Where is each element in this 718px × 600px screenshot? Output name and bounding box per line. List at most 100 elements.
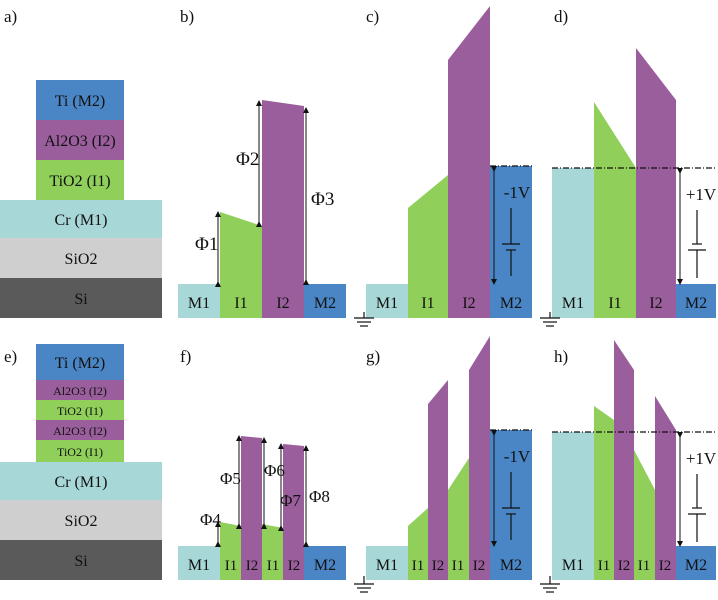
layer-si-label: Si	[74, 291, 88, 308]
panel-h-diagram: +1V M1 I1 I2 I1 I2 M2	[540, 340, 717, 593]
battery-icon	[688, 474, 706, 542]
panel-g-tag: g)	[366, 347, 380, 366]
i1-barrier	[448, 458, 469, 580]
m2-label: M2	[685, 295, 707, 312]
panel-b-tag: b)	[180, 7, 194, 26]
layer-tio2	[36, 400, 124, 420]
m1-label: M1	[562, 295, 584, 312]
i1-barrier	[220, 522, 241, 580]
i2-barrier	[428, 380, 448, 580]
i1-label: I1	[267, 558, 280, 574]
layer-si	[0, 540, 162, 580]
m1-block	[366, 546, 408, 580]
i1-barrier	[634, 450, 655, 580]
panel-c-diagram: -1V M1 I1 I2 M2	[354, 6, 532, 327]
layer-cr-label: Cr (M1)	[55, 212, 108, 229]
i2-barrier	[655, 396, 676, 580]
i1-barrier	[408, 175, 448, 318]
m1-label: M1	[188, 295, 210, 312]
i2-label: I2	[276, 295, 289, 312]
ground-icon	[540, 312, 560, 327]
panel-h-tag: h)	[554, 347, 568, 366]
panel-f-diagram: Φ4 Φ5 Φ6 Φ7 Φ8 M1 I1 I2 I1 I2 M2	[178, 435, 346, 580]
layer-al2o3	[36, 380, 124, 400]
i1-barrier	[594, 406, 614, 580]
panel-e-tag: e)	[4, 347, 17, 366]
phi5-label: Φ5	[220, 469, 241, 488]
panel-d-diagram: +1V M1 I1 I2 M2	[540, 48, 717, 327]
m1-block	[366, 284, 408, 318]
layer-al2o3	[36, 120, 124, 160]
i1-label: I1	[638, 558, 651, 574]
layer-ti-label: Ti (M2)	[55, 93, 106, 110]
i2-barrier	[241, 436, 262, 580]
i1-barrier	[262, 524, 283, 580]
layer-al2o3-label: Al2O3 (I2)	[53, 384, 107, 398]
panel-g-diagram: -1V M1 I1 I2 I1 I2 M2	[354, 336, 532, 593]
layer-al2o3	[36, 420, 124, 440]
i2-barrier	[469, 336, 490, 580]
m1-label: M1	[562, 557, 584, 574]
layer-ti	[36, 344, 124, 380]
panel-b-diagram: Φ1 Φ2 Φ3 M1 I1 I2 M2	[178, 100, 346, 318]
i2-label: I2	[462, 295, 475, 312]
m2-label: M2	[685, 557, 707, 574]
i2-label: I2	[618, 558, 631, 574]
m1-block	[178, 284, 220, 318]
m2-label: M2	[314, 295, 336, 312]
panel-f-tag: f)	[180, 347, 191, 366]
layer-si-label: Si	[74, 553, 88, 570]
layer-al2o3-label: Al2O3 (I2)	[53, 424, 107, 438]
m2-block	[304, 284, 346, 318]
m1-label: M1	[376, 557, 398, 574]
phi1-label: Φ1	[195, 234, 218, 255]
panel-d-tag: d)	[554, 7, 568, 26]
layer-sio2	[0, 500, 162, 540]
m1-label: M1	[376, 295, 398, 312]
panel-a-layer-stack: Ti (M2) Al2O3 (I2) TiO2 (I1) Cr (M1) SiO…	[0, 80, 162, 318]
i2-barrier	[262, 100, 304, 318]
i1-label: I1	[225, 558, 238, 574]
layer-cr	[0, 200, 162, 238]
layer-cr	[0, 462, 162, 500]
panel-e-layer-stack: Ti (M2) Al2O3 (I2) TiO2 (I1) Al2O3 (I2) …	[0, 344, 162, 580]
layer-al2o3-label: Al2O3 (I2)	[44, 133, 116, 150]
bias-label: -1V	[504, 183, 531, 202]
i1-label: I1	[452, 558, 465, 574]
m1-label: M1	[188, 557, 210, 574]
layer-sio2-label: SiO2	[65, 513, 98, 530]
i2-label: I2	[659, 558, 672, 574]
battery-icon	[502, 208, 520, 276]
i2-label: I2	[246, 558, 259, 574]
m2-block	[304, 546, 346, 580]
i2-barrier	[283, 444, 304, 580]
m1-block	[552, 168, 594, 318]
ground-icon	[354, 576, 374, 593]
phi7-label: Φ7	[280, 491, 301, 510]
layer-cr-label: Cr (M1)	[55, 474, 108, 491]
i1-barrier	[408, 508, 428, 580]
bias-label: +1V	[686, 185, 717, 204]
layer-tio2-label: TiO2 (I1)	[57, 404, 103, 418]
m2-block	[676, 284, 716, 318]
m2-label: M2	[500, 557, 522, 574]
i2-barrier	[636, 48, 676, 318]
layer-tio2-label: TiO2 (I1)	[49, 173, 110, 190]
i1-barrier	[594, 102, 636, 318]
i2-label: I2	[649, 295, 662, 312]
i2-barrier	[614, 340, 634, 580]
layer-tio2	[36, 160, 124, 200]
phi3-label: Φ3	[311, 189, 334, 210]
layer-si	[0, 278, 162, 318]
m2-label: M2	[314, 557, 336, 574]
m2-block	[676, 546, 716, 580]
layer-sio2-label: SiO2	[65, 251, 98, 268]
m1-block	[178, 546, 220, 580]
i2-label: I2	[473, 558, 486, 574]
i2-label: I2	[432, 558, 445, 574]
ground-icon	[540, 576, 560, 593]
i1-barrier	[220, 212, 262, 318]
layer-tio2	[36, 440, 124, 462]
i1-label: I1	[421, 295, 434, 312]
bias-label: -1V	[504, 447, 531, 466]
